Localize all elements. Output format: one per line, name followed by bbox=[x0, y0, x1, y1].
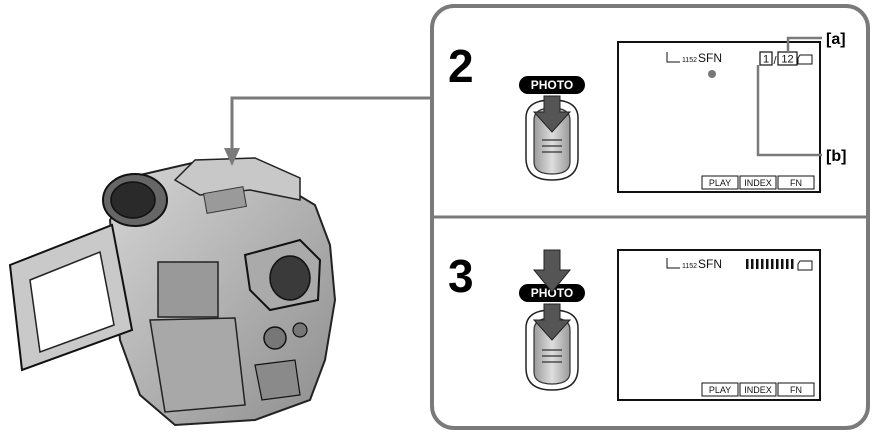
step-2-number: 2 bbox=[448, 40, 474, 92]
frame-counter-total: 12 bbox=[781, 54, 793, 66]
photo-label-step3: PHOTO bbox=[531, 286, 573, 300]
lcd-screen-step2: 1152 SFN 1 / 12 PLAY INDEX FN bbox=[617, 41, 821, 193]
memory-card-icon bbox=[797, 54, 813, 65]
camcorder-icon bbox=[8, 157, 337, 427]
down-arrow-icon bbox=[532, 303, 572, 341]
down-arrow-icon bbox=[532, 249, 572, 293]
callout-b: [b] bbox=[756, 65, 846, 165]
photo-button-step3: PHOTO bbox=[519, 249, 585, 391]
lcd-button-index-step2: INDEX bbox=[744, 178, 772, 188]
pointer-arrow bbox=[224, 96, 432, 166]
recording-progress-icon bbox=[746, 259, 794, 269]
lcd-screen-step3: 1152 SFN PLAY INDEX FN bbox=[617, 249, 821, 401]
image-size-value: 1152 bbox=[682, 57, 697, 64]
down-arrow-icon bbox=[532, 95, 572, 133]
image-size-icon bbox=[666, 258, 680, 269]
step-3-number: 3 bbox=[448, 250, 474, 302]
lcd-button-play-step2: PLAY bbox=[709, 178, 731, 188]
frame-counter-separator: / bbox=[773, 55, 777, 67]
callout-b-label: [b] bbox=[826, 148, 846, 165]
lcd-button-index-step3: INDEX bbox=[744, 385, 772, 395]
photo-label-step2: PHOTO bbox=[531, 78, 573, 92]
lcd-button-fn-step2: FN bbox=[790, 178, 802, 188]
lcd-button-play-step3: PLAY bbox=[709, 385, 731, 395]
memory-card-icon bbox=[797, 260, 813, 271]
image-size-icon bbox=[666, 52, 680, 63]
quality-value-step3: SFN bbox=[698, 257, 722, 271]
frame-counter-current: 1 bbox=[763, 54, 769, 66]
image-size-value-step3: 1152 bbox=[682, 263, 697, 270]
callout-a: [a] bbox=[786, 31, 846, 52]
lcd-button-fn-step3: FN bbox=[790, 385, 802, 395]
callout-a-label: [a] bbox=[826, 31, 846, 48]
photo-button-step2: PHOTO bbox=[519, 76, 585, 181]
quality-value: SFN bbox=[698, 51, 722, 65]
recording-dot-icon bbox=[708, 70, 716, 78]
